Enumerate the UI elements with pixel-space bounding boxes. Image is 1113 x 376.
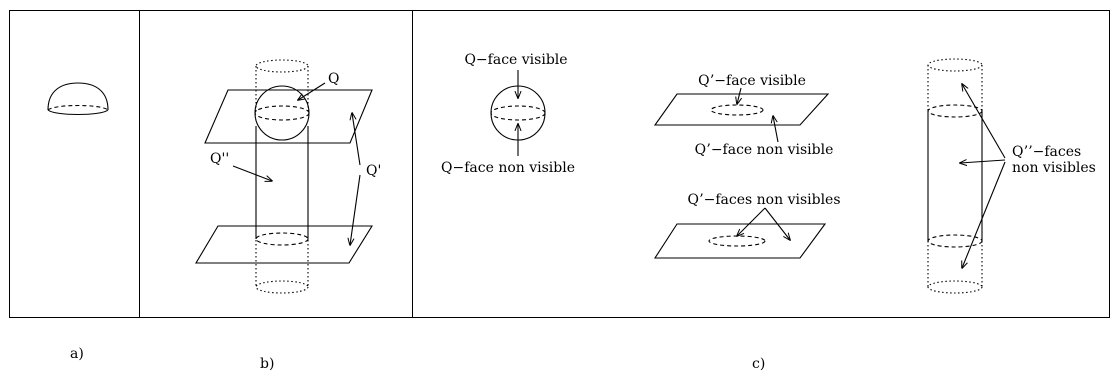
label-q-prime-faces-non-visibles: Q’−faces non visibles xyxy=(687,192,840,208)
cylinder-shape xyxy=(927,58,1006,294)
caption-c: c) xyxy=(752,356,765,372)
lower-plane-shape xyxy=(653,207,827,259)
label-q-double-prime-faces: Q’’−faces xyxy=(1012,144,1081,160)
label-q-prime: Q' xyxy=(366,163,381,179)
label-q-prime-face-visible: Q’−face visible xyxy=(698,73,806,89)
caption-a: a) xyxy=(70,346,84,362)
half-sphere-shape xyxy=(47,82,109,115)
label-q: Q xyxy=(328,71,339,87)
panel-b-drawing xyxy=(195,59,373,294)
label-q-face-non-visible: Q−face non visible xyxy=(441,160,575,176)
upper-plane-shape xyxy=(653,87,830,143)
label-q-prime-face-non-visible: Q’−face non visible xyxy=(695,142,834,158)
caption-b: b) xyxy=(260,356,274,372)
sphere-shape xyxy=(490,70,546,156)
panel-frame xyxy=(9,10,1110,318)
label-non-visibles: non visibles xyxy=(1012,160,1096,176)
label-q-double-prime: Q'' xyxy=(210,151,229,167)
label-q-face-visible: Q−face visible xyxy=(464,52,567,68)
